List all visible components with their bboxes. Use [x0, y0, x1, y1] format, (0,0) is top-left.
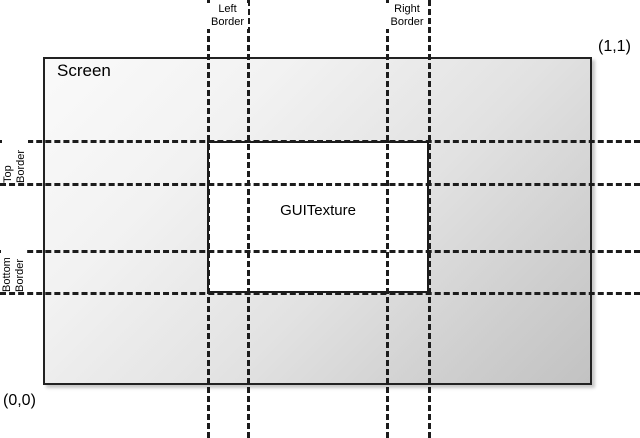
label-right-border-line1: Right	[386, 3, 428, 16]
label-top-border-line1: Top	[2, 140, 15, 183]
label-top-border: Top Border	[2, 140, 28, 183]
guide-vline-right-inner	[386, 0, 389, 438]
label-bottom-border: Bottom Border	[1, 250, 27, 292]
screen-label: Screen	[57, 61, 111, 80]
guitexture-rectangle	[207, 141, 429, 293]
label-top-border-line2: Border	[15, 140, 28, 183]
guide-hline-top-inner	[0, 183, 640, 186]
guide-vline-left-outer	[207, 0, 210, 438]
guide-vline-right-outer	[428, 0, 431, 438]
guide-vline-left-inner	[247, 0, 250, 438]
label-bottom-border-line1: Bottom	[1, 250, 14, 292]
label-left-border-line2: Border	[207, 16, 248, 29]
label-left-border-line1: Left	[207, 3, 248, 16]
corner-label-one-one: (1,1)	[598, 38, 631, 55]
guide-hline-bottom-outer	[0, 292, 640, 295]
label-right-border-line2: Border	[386, 16, 428, 29]
label-bottom-border-line2: Border	[14, 250, 27, 292]
corner-label-zero-zero: (0,0)	[3, 392, 36, 409]
guide-hline-bottom-inner	[0, 250, 640, 253]
guide-hline-top-outer	[0, 140, 640, 143]
label-right-border: Right Border	[386, 3, 428, 29]
guitexture-label: GUITexture	[280, 202, 356, 219]
label-left-border: Left Border	[207, 3, 248, 29]
